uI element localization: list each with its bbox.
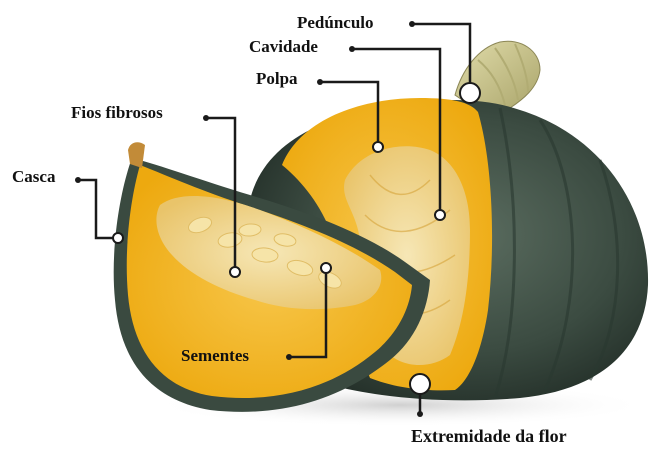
leader-dot-polpa (317, 79, 323, 85)
leader-dot-pedunculo (409, 21, 415, 27)
label-polpa: Polpa (256, 70, 298, 87)
marker-sementes (321, 263, 331, 273)
label-casca: Casca (12, 168, 55, 185)
marker-pedunculo (460, 83, 480, 103)
leader-dot-cavidade (349, 46, 355, 52)
label-cavidade: Cavidade (249, 38, 318, 55)
leader-dot-casca (75, 177, 81, 183)
label-extremidade-da-flor: Extremidade da flor (411, 427, 567, 445)
marker-polpa (373, 142, 383, 152)
marker-casca (113, 233, 123, 243)
marker-cavidade (435, 210, 445, 220)
leader-dot-fios (203, 115, 209, 121)
leader-dot-sementes (286, 354, 292, 360)
label-sementes: Sementes (181, 347, 249, 364)
label-pedunculo: Pedúnculo (297, 14, 374, 31)
marker-extremidade-da-flor (410, 374, 430, 394)
leader-dot-extremidade (417, 411, 423, 417)
slice-stem-nub (128, 142, 145, 168)
label-fios-fibrosos: Fios fibrosos (71, 104, 163, 121)
marker-fios-fibrosos (230, 267, 240, 277)
